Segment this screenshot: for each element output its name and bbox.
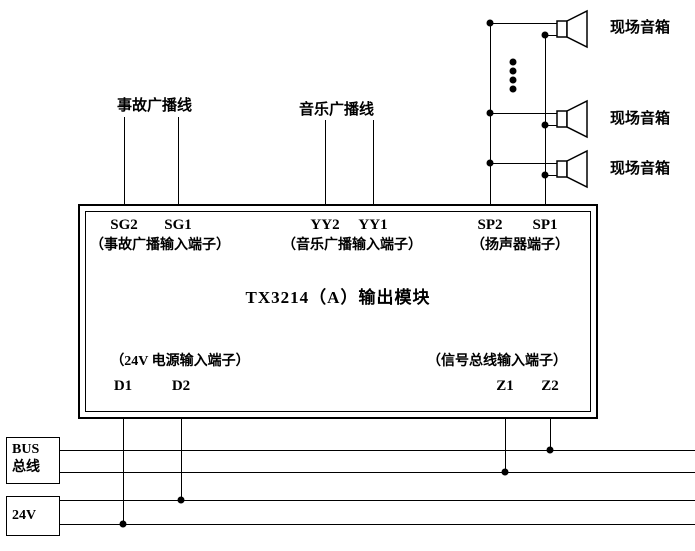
junction-dot [486,19,494,27]
terminal-sp2: SP2 [477,217,503,233]
power-label-box: 24V [6,496,60,536]
wire-sp1-bus [545,35,546,204]
terminal-d2: D2 [171,378,191,394]
wire-d2-drop [181,419,182,500]
junction-dot [541,31,549,39]
wire-speaker1-lead-top [490,23,557,24]
wire-yy2-input [325,120,326,204]
bus-label-box: BUS 总线 [6,437,60,484]
speaker-icon-2 [556,99,588,139]
caption-24v-power-input-terminals: （24V 电源输入端子） [110,354,250,369]
caption-signal-bus-input-terminals: （信号总线输入端子） [427,354,567,369]
caption-music-input-terminals: （音乐广播输入端子） [282,238,422,253]
junction-dot [486,109,494,117]
wire-z2-drop [550,419,551,450]
wire-speaker2-lead-top [490,113,557,114]
bus-line-2 [58,472,695,473]
label-accident-broadcast-line: 事故广播线 [117,98,193,114]
caption-accident-input-terminals: （事故广播输入端子） [90,238,230,253]
junction-dot [486,159,494,167]
power-label: 24V [12,508,37,523]
power-line-1 [58,500,695,501]
wire-speaker1-lead-bottom [545,35,557,36]
bus-line-1 [58,450,695,451]
label-field-speaker-2: 现场音箱 [610,111,671,127]
terminal-sg1: SG1 [164,217,192,233]
bus-label-line1: BUS [12,442,40,457]
wire-z1-drop [505,419,506,472]
terminal-yy1: YY1 [358,217,388,233]
speaker-icon-1 [556,9,588,49]
module-inner-border [85,211,591,412]
ellipsis-dot [509,76,517,84]
terminal-sp1: SP1 [532,217,558,233]
wire-d1-drop [123,419,124,524]
wire-speaker3-lead-bottom [545,175,557,176]
module-title: TX3214（A）输出模块 [245,288,431,307]
junction-dot [541,121,549,129]
terminal-sg2: SG2 [110,217,138,233]
wire-yy1-input [373,120,374,204]
caption-speaker-terminals: （扬声器端子） [471,238,569,253]
power-line-2 [58,524,695,525]
bus-label-line2: 总线 [12,460,40,475]
terminal-z2: Z2 [541,378,559,394]
terminal-yy2: YY2 [310,217,340,233]
terminal-z1: Z1 [496,378,514,394]
label-field-speaker-1: 现场音箱 [610,20,671,36]
ellipsis-dot [509,67,517,75]
wire-speaker2-lead-bottom [545,125,557,126]
ellipsis-dot [509,85,517,93]
terminal-d1: D1 [113,378,133,394]
wire-sg2-input [124,117,125,204]
ellipsis-dot [509,58,517,66]
wire-sg1-input [178,117,179,204]
junction-dot [541,171,549,179]
speaker-icon-3 [556,149,588,189]
label-field-speaker-3: 现场音箱 [610,161,671,177]
wire-speaker3-lead-top [490,163,557,164]
label-music-broadcast-line: 音乐广播线 [299,102,375,118]
